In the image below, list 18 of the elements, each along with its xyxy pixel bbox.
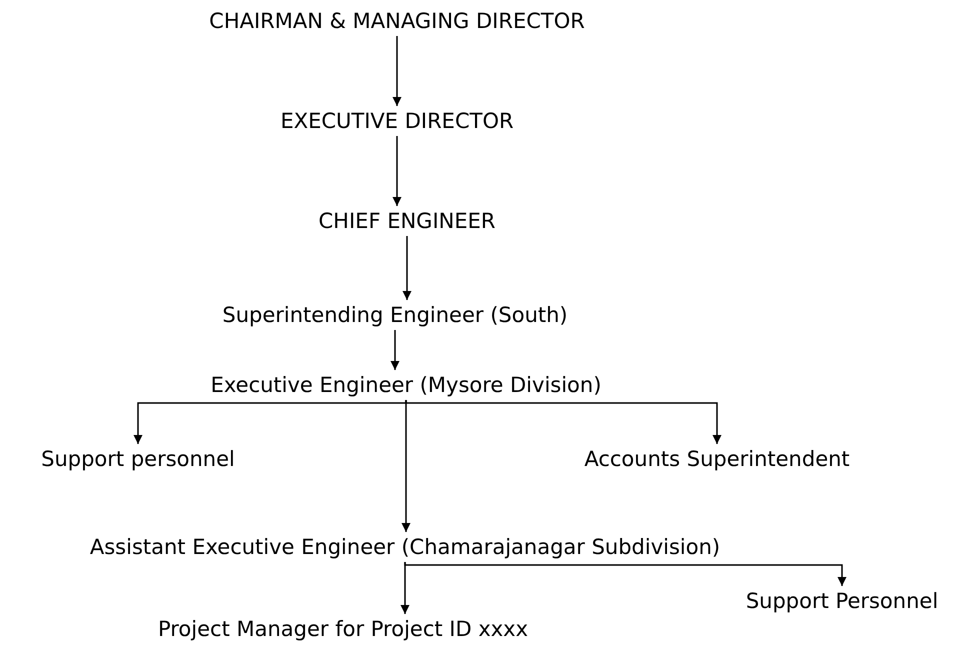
- role-label: Support Personnel: [746, 588, 938, 614]
- arrow: [404, 562, 846, 586]
- role-label: CHAIRMAN & MANAGING DIRECTOR: [209, 8, 585, 34]
- arrow: [402, 400, 410, 532]
- arrow: [405, 400, 722, 444]
- role-label: CHIEF ENGINEER: [318, 208, 496, 234]
- arrow: [134, 400, 407, 444]
- role-label: Project Manager for Project ID xxxx: [158, 616, 528, 642]
- role-label: EXECUTIVE DIRECTOR: [280, 108, 514, 134]
- arrow: [392, 36, 402, 106]
- arrow: [402, 236, 412, 300]
- arrow: [392, 136, 402, 206]
- role-label: Executive Engineer (Mysore Division): [210, 372, 602, 398]
- role-label: Support personnel: [41, 446, 235, 472]
- role-label: Superintending Engineer (South): [222, 302, 568, 328]
- role-label: Accounts Superintendent: [584, 446, 850, 472]
- arrow: [390, 330, 400, 370]
- role-label: Assistant Executive Engineer (Chamarajanagar Subdivision): [90, 534, 720, 560]
